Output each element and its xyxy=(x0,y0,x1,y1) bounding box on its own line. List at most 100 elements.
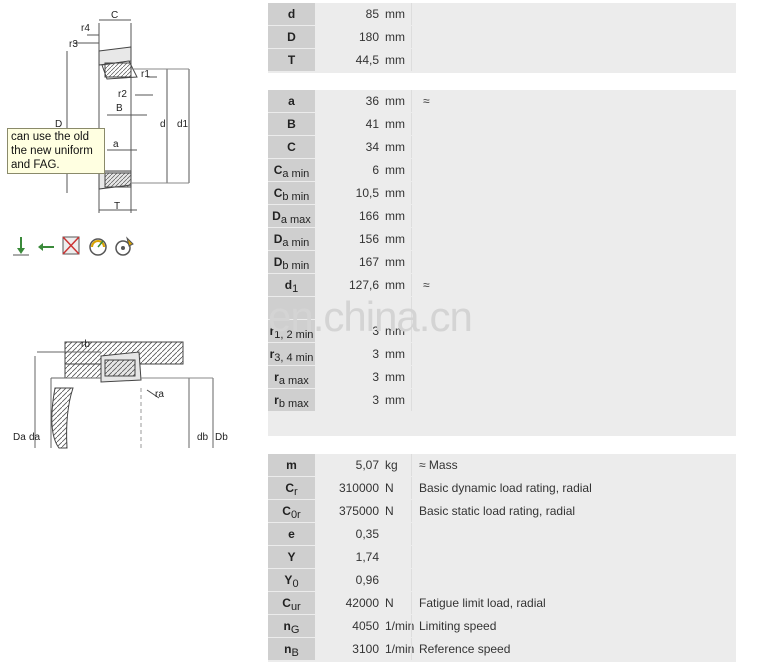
label-D: D xyxy=(55,119,62,130)
parameter-symbol: Y xyxy=(268,546,315,568)
parameter-symbol: ra max xyxy=(268,366,315,388)
symbol-subscript: 0 xyxy=(292,578,299,590)
parameter-value: 34 xyxy=(365,140,379,154)
radial-load-icon xyxy=(13,237,29,256)
parameter-unit: N xyxy=(385,481,394,495)
column-divider xyxy=(411,569,412,591)
table-row: d 85 mm xyxy=(268,3,736,25)
symbol-text: m xyxy=(286,458,297,472)
parameter-description: Limiting speed xyxy=(419,619,497,633)
parameter-symbol: r1, 2 min xyxy=(268,320,315,342)
column-divider xyxy=(411,320,412,342)
parameter-symbol: B xyxy=(268,113,315,135)
label-da: da xyxy=(29,432,41,443)
column-divider xyxy=(411,343,412,365)
label-Da: Da xyxy=(13,432,26,443)
label-a: a xyxy=(113,139,119,150)
parameter-unit: mm xyxy=(385,209,405,223)
label-T: T xyxy=(114,201,120,212)
symbol-text: C xyxy=(282,504,291,518)
mounting-section-drawing: rb ra Da da db Db xyxy=(13,339,228,449)
symbol-text: C xyxy=(273,163,283,177)
column-divider xyxy=(411,228,412,250)
symbol-subscript: a max xyxy=(278,375,309,387)
symbol-subscript: b min xyxy=(282,260,310,272)
label-db: db xyxy=(197,432,209,443)
symbol-text: n xyxy=(283,619,291,633)
parameter-value: 6 xyxy=(372,163,379,177)
parameter-symbol: D xyxy=(268,26,315,48)
parameter-symbol: nB xyxy=(268,638,315,660)
parameter-symbol: Ca min xyxy=(268,159,315,181)
parameter-value: 10,5 xyxy=(355,186,379,200)
symbol-subscript: a max xyxy=(280,214,311,226)
column-divider xyxy=(411,159,412,181)
column-divider xyxy=(411,274,412,296)
symbol-text: D xyxy=(273,232,283,246)
column-divider xyxy=(411,454,412,476)
parameter-unit: mm xyxy=(385,393,405,407)
symbol-text: T xyxy=(287,53,296,67)
symbol-subscript: ur xyxy=(290,601,301,613)
symbol-text: r xyxy=(269,347,275,361)
column-divider xyxy=(411,546,412,568)
parameter-value: 3100 xyxy=(352,642,379,656)
symbol-text: a xyxy=(288,94,295,108)
parameter-unit: mm xyxy=(385,347,405,361)
parameter-value: 4050 xyxy=(352,619,379,633)
parameter-unit: mm xyxy=(385,324,405,338)
column-divider xyxy=(411,500,412,522)
parameter-unit: mm xyxy=(385,30,405,44)
diagram-tooltip: can use the old the new uniform and FAG. xyxy=(7,128,105,174)
parameter-symbol: Cur xyxy=(268,592,315,614)
parameter-value: 85 xyxy=(365,7,379,21)
symbol-text: D xyxy=(287,30,296,44)
parameter-unit: mm xyxy=(385,255,405,269)
parameter-value: 156 xyxy=(358,232,379,246)
parameter-unit: mm xyxy=(385,370,405,384)
parameter-symbol: d xyxy=(268,3,315,25)
approx-sign: ≈ xyxy=(423,278,430,292)
parameter-value: 41 xyxy=(365,117,379,131)
parameter-unit: mm xyxy=(385,7,405,21)
parameter-description: Reference speed xyxy=(419,642,511,656)
symbol-subscript: 3, 4 min xyxy=(274,352,314,364)
symbol-text: r xyxy=(269,324,275,338)
parameter-value: 310000 xyxy=(338,481,379,495)
parameter-symbol: C xyxy=(268,136,315,158)
parameter-value: 180 xyxy=(358,30,379,44)
parameter-symbol: d1 xyxy=(268,274,315,296)
bearing-property-icons xyxy=(7,235,236,259)
label-B: B xyxy=(116,103,123,114)
label-r3: r3 xyxy=(69,39,78,50)
symbol-subscript: b max xyxy=(278,398,309,410)
parameter-symbol xyxy=(268,297,315,319)
label-ra: ra xyxy=(155,389,164,400)
parameter-value: 166 xyxy=(358,209,379,223)
symbol-text: r xyxy=(274,393,279,407)
parameter-unit: kg xyxy=(385,458,398,472)
parameter-value: 0,35 xyxy=(355,527,379,541)
column-divider xyxy=(411,26,412,48)
symbol-subscript: 1 xyxy=(292,283,299,295)
parameter-unit: mm xyxy=(385,186,405,200)
column-divider xyxy=(411,136,412,158)
parameter-symbol: Da min xyxy=(268,228,315,250)
parameter-unit: mm xyxy=(385,232,405,246)
watermark: en.china.cn xyxy=(268,293,473,340)
parameter-symbol: nG xyxy=(268,615,315,637)
column-divider xyxy=(411,90,412,112)
column-divider xyxy=(411,251,412,273)
label-r1: r1 xyxy=(141,69,150,80)
